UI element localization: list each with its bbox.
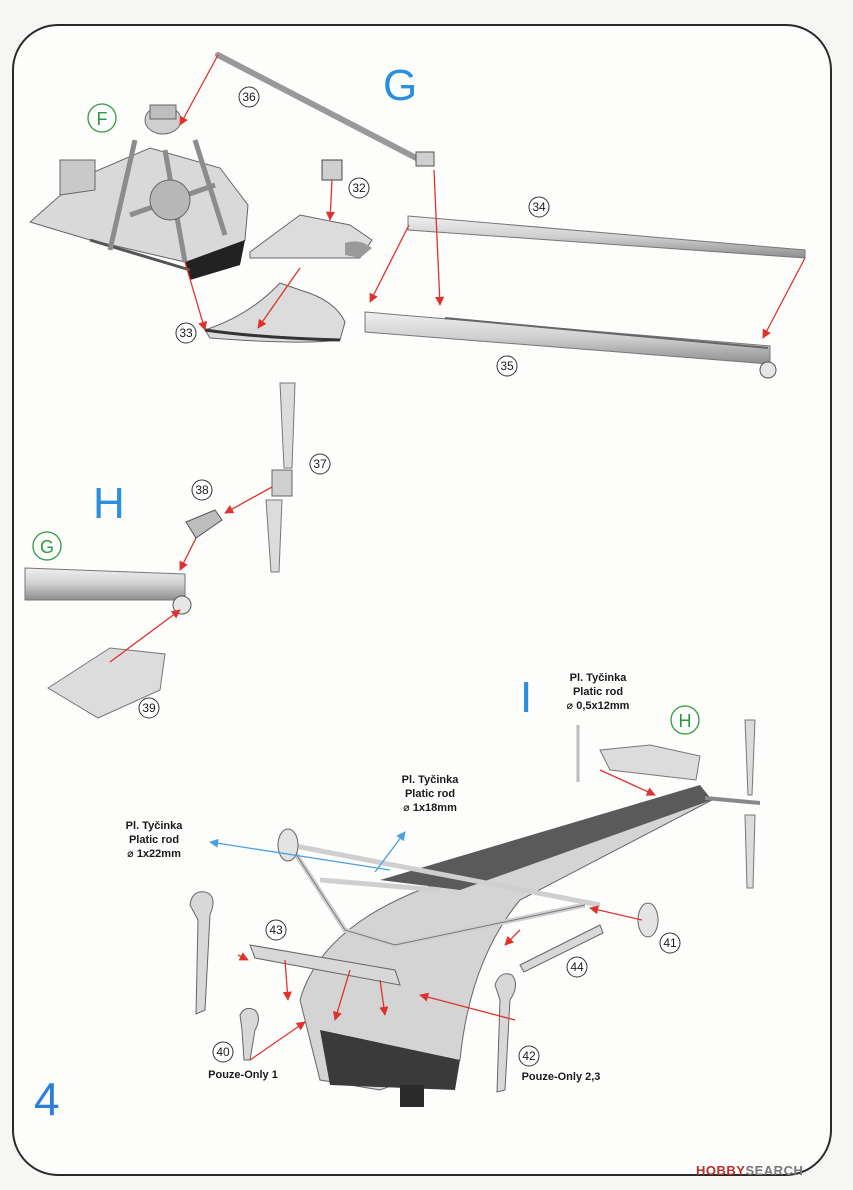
watermark: HOBBYSEARCH — [696, 1163, 803, 1178]
svg-text:42: 42 — [522, 1049, 536, 1063]
svg-text:G: G — [40, 537, 54, 557]
svg-text:35: 35 — [500, 359, 514, 373]
boom-section-part — [24, 567, 192, 615]
svg-text:43: 43 — [269, 923, 283, 937]
part-40-label: 40 — [212, 1041, 234, 1063]
stabilizer-part — [47, 647, 166, 719]
rotor-rod-part — [215, 52, 435, 167]
part-44-label: 44 — [566, 956, 588, 978]
cockpit-frame-part — [28, 104, 249, 280]
part-32-label: 32 — [348, 177, 370, 199]
svg-text:H: H — [679, 711, 692, 731]
svg-text:33: 33 — [179, 326, 193, 340]
part-38-label: 38 — [191, 479, 213, 501]
svg-text:F: F — [97, 109, 108, 129]
only-version-1-note: Pouze-Only 1 — [208, 1069, 278, 1081]
ref-h-marker: H — [670, 705, 700, 735]
rod-annotation-0-5mm: Pl. Tyčinka Platic rod ⌀ 0,5x12mm — [566, 672, 630, 712]
part-41-label: 41 — [659, 932, 681, 954]
rod-annotation-1x18mm: Pl. Tyčinka Platic rod ⌀ 1x18mm — [401, 774, 459, 814]
part-43-label: 43 — [265, 919, 287, 941]
part-42-label: 42 — [518, 1045, 540, 1067]
watermark-suffix: SEARCH — [745, 1163, 804, 1178]
svg-text:36: 36 — [242, 90, 256, 104]
part-34-label: 34 — [528, 196, 550, 218]
rod-arrows — [209, 831, 406, 873]
assembly-arrows — [109, 54, 806, 1061]
tail-boom-part — [364, 215, 806, 379]
svg-text:41: 41 — [663, 936, 677, 950]
part-36-label: 36 — [238, 86, 260, 108]
watermark-brand: HOBBY — [696, 1163, 746, 1178]
svg-text:39: 39 — [142, 701, 156, 715]
svg-text:44: 44 — [570, 960, 584, 974]
section-label-g: G — [383, 61, 418, 110]
section-label-i: I — [520, 673, 533, 722]
fairing-part — [204, 282, 346, 343]
svg-text:38: 38 — [195, 483, 209, 497]
part-39-label: 39 — [138, 697, 160, 719]
svg-text:40: 40 — [216, 1045, 230, 1059]
part-37-label: 37 — [309, 453, 331, 475]
only-version-2-3-note: Pouze-Only 2,3 — [521, 1071, 601, 1083]
section-label-h: H — [93, 479, 125, 528]
rod-annotation-1x22mm: Pl. Tyčinka Platic rod ⌀ 1x22mm — [125, 820, 183, 860]
svg-text:32: 32 — [352, 181, 366, 195]
part-35-label: 35 — [496, 355, 518, 377]
step-number: 4 — [34, 1073, 60, 1125]
ref-f-marker: F — [87, 103, 117, 133]
svg-text:37: 37 — [313, 457, 327, 471]
svg-text:34: 34 — [532, 200, 546, 214]
part-33-label: 33 — [175, 322, 197, 344]
tail-rotor-part — [185, 382, 296, 573]
ref-g-marker: G — [32, 531, 62, 561]
